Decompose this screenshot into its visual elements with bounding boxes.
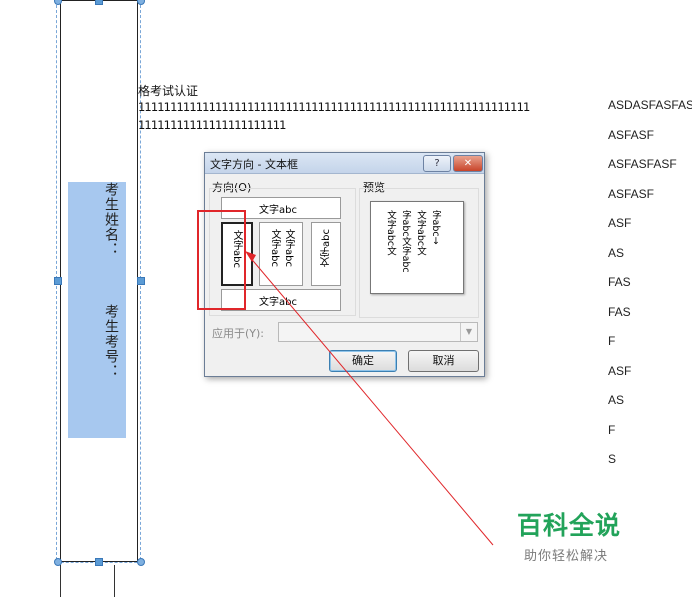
apply-to-dropdown[interactable]: ▼ [278, 322, 478, 342]
right-column-line: F [608, 422, 616, 437]
option-sample-text: 文字abc [231, 230, 242, 268]
exam-name-label: 考生姓名： [103, 182, 119, 257]
resize-handle-bottom-left[interactable] [54, 558, 62, 566]
text-direction-dialog: 文字方向 - 文本框 ? ✕ 方向(O) 预览 文字abc 文字abc 文字ab… [204, 152, 485, 377]
right-column-line: ASF [608, 363, 632, 378]
document-line-2: 11111111111111111111111 [138, 118, 286, 132]
right-column-line: AS [608, 393, 625, 407]
direction-option-vertical-stacked[interactable]: 文字abc 文字abc [259, 222, 303, 286]
resize-handle-bottom[interactable] [95, 558, 103, 566]
right-column-line: S [608, 452, 617, 466]
right-column-line: ASFASF [608, 127, 655, 142]
watermark-logo-text: 百科全说 [517, 511, 622, 540]
document-line-1: 1111111111111111111111111111111111111111… [138, 100, 530, 114]
page-line-right [114, 565, 115, 597]
option-sample-text: 文字abc [283, 229, 294, 267]
dialog-titlebar[interactable]: 文字方向 - 文本框 ? ✕ [205, 153, 484, 174]
preview-text-column: 文字abc文 [385, 210, 396, 256]
text-box-shaded-area[interactable] [68, 182, 126, 438]
help-icon: ? [434, 158, 440, 169]
right-column-line: FAS [608, 304, 631, 319]
direction-option-vertical-rotated-right[interactable]: 文字abc [311, 222, 341, 286]
close-icon: ✕ [463, 158, 473, 169]
exam-id-label: 考生考号： [103, 304, 119, 379]
preview-text-column: 字abc文字abc [400, 210, 411, 273]
resize-handle-top-right[interactable] [137, 0, 145, 5]
close-button[interactable]: ✕ [453, 155, 483, 172]
direction-option-horizontal-bottom[interactable]: 文字abc [221, 289, 341, 311]
right-column-line: FAS [608, 275, 631, 289]
direction-group [209, 188, 356, 316]
resize-handle-left[interactable] [54, 277, 62, 285]
page-line-left [60, 565, 61, 597]
cancel-button[interactable]: 取消 [408, 350, 479, 372]
right-column-line: ASFASFASF [608, 157, 677, 171]
resize-handle-right[interactable] [137, 277, 145, 285]
option-sample-text: 文字abc [259, 297, 297, 308]
direction-label: 方向(O) [212, 181, 252, 194]
help-button[interactable]: ? [423, 155, 451, 172]
right-column-line: ASDASFASFASF [608, 98, 692, 112]
resize-handle-top[interactable] [95, 0, 103, 5]
direction-option-horizontal-top[interactable]: 文字abc [221, 197, 341, 219]
right-column-line: ASF [608, 216, 632, 230]
preview-page: 文字abc文 字abc文字abc 文字abc文 字abc→ [370, 201, 464, 294]
right-column-line: AS [608, 245, 625, 260]
annotation-arrow-head [245, 251, 256, 262]
resize-handle-bottom-right[interactable] [137, 558, 145, 566]
dialog-title: 文字方向 - 文本框 [210, 158, 298, 171]
watermark-slogan: 助你轻松解决 [524, 549, 609, 564]
ok-button[interactable]: 确定 [329, 350, 397, 372]
document-heading-fragment: 格考试认证 [138, 84, 199, 98]
right-column-line: F [608, 334, 616, 348]
preview-label: 预览 [363, 181, 385, 194]
resize-handle-top-left[interactable] [54, 0, 62, 5]
preview-group [359, 188, 479, 318]
option-sample-text: 文字abc [269, 229, 280, 267]
apply-to-label: 应用于(Y): [212, 327, 265, 340]
preview-text-column: 文字abc文 [415, 210, 426, 256]
selection-highlight-box [197, 210, 246, 310]
option-sample-text: 文字abc [259, 205, 297, 216]
preview-text-column: 字abc→ [430, 210, 441, 245]
right-column-text: ASDASFASFASF ASFASF ASFASFASF ASFASF ASF… [608, 97, 692, 481]
annotation-arrow-line [248, 255, 494, 546]
chevron-down-icon[interactable]: ▼ [460, 323, 477, 341]
right-column-line: ASFASF [608, 186, 655, 201]
